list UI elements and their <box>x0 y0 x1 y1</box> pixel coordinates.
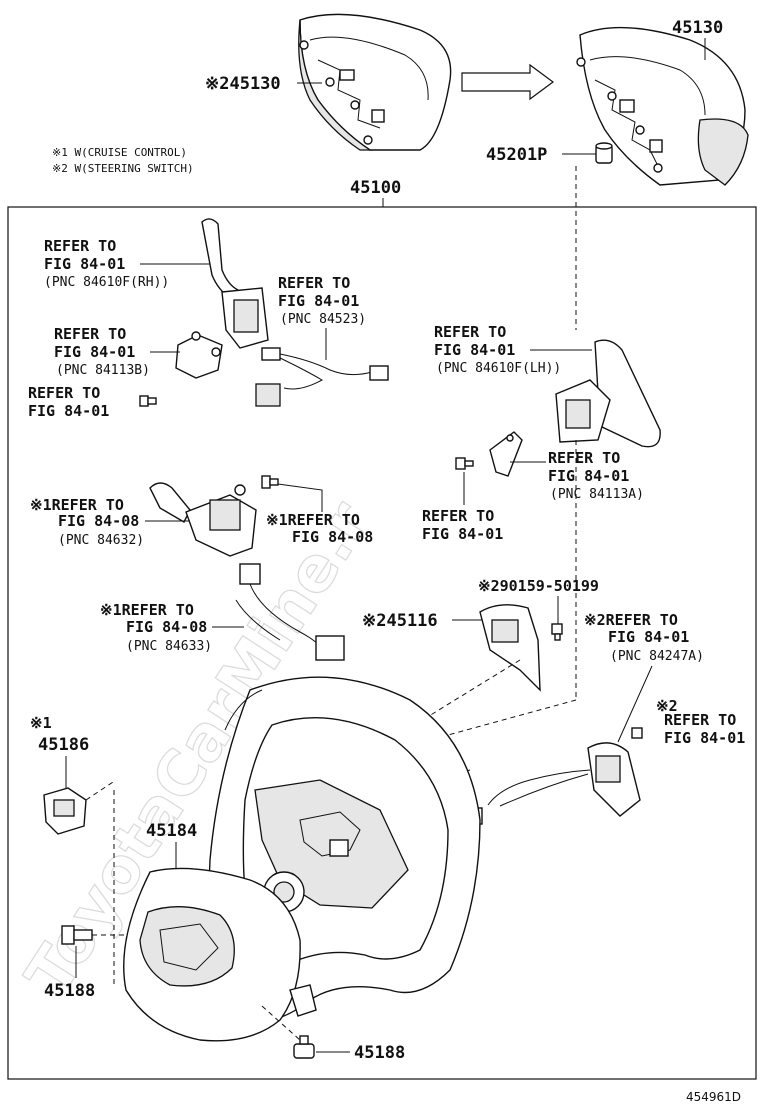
ref-84247a-line2: FIG 84-01 <box>608 628 689 646</box>
part-45186 <box>43 787 87 835</box>
label-45201p: 45201P <box>486 145 547 165</box>
airbag-45130-left-drawing <box>298 13 452 151</box>
label-90159: ※290159-50199 <box>478 577 599 595</box>
ref-lh-line3: (PNC 84610F(LH)) <box>436 361 561 376</box>
label-45130-left: ※245130 <box>205 74 281 94</box>
ref-rh-line1: REFER TO <box>44 237 116 255</box>
ref-84632-line2: FIG 84-08 <box>58 512 139 530</box>
ref-screw-right-line1: REFER TO <box>664 711 736 729</box>
nut-45201p <box>595 142 613 164</box>
label-45186: 45186 <box>38 735 89 755</box>
bolt-center <box>455 457 474 470</box>
ref-bolt-left-line2: FIG 84-01 <box>28 402 109 420</box>
arrow-icon <box>461 63 555 101</box>
label-45188-left: 45188 <box>44 981 95 1001</box>
ref-84632-line1: ※1REFER TO <box>30 496 124 514</box>
ref-rh-line2: FIG 84-01 <box>44 255 125 273</box>
ref-screw-right-mark: ※2 <box>656 697 678 715</box>
ref-bolt-84-08-line1: ※1REFER TO <box>266 511 360 529</box>
ref-84523-line2: FIG 84-01 <box>278 292 359 310</box>
paddle-switch-lh <box>555 339 661 448</box>
ref-84523-line1: REFER TO <box>278 274 350 292</box>
airbag-45130-right-drawing <box>576 26 749 186</box>
screw-right <box>631 727 643 739</box>
ref-84633-line2: FIG 84-08 <box>126 618 207 636</box>
screw-90159 <box>551 623 563 641</box>
note-steering-switch: ※2 W(STEERING SWITCH) <box>52 162 194 175</box>
ref-84113a-line1: REFER TO <box>548 449 620 467</box>
wire-harness-84633 <box>235 563 345 661</box>
ref-screw-right-line2: FIG 84-01 <box>664 729 745 747</box>
label-45116: ※245116 <box>362 611 438 631</box>
wire-harness-84523 <box>255 347 389 407</box>
ref-84632-line3: (PNC 84632) <box>58 533 144 548</box>
bolt-cruise <box>261 475 279 489</box>
assembly-frame-45100 <box>7 206 757 1080</box>
ref-rh-line3: (PNC 84610F(RH)) <box>44 275 169 290</box>
ref-84113a-line3: (PNC 84113A) <box>550 487 644 502</box>
cruise-control-switch-84632 <box>149 482 257 557</box>
paddle-switch-rh <box>201 218 269 349</box>
ref-lh-line2: FIG 84-01 <box>434 341 515 359</box>
ref-84113b-line1: REFER TO <box>54 325 126 343</box>
ref-bolt-84-08-line2: FIG 84-08 <box>292 528 373 546</box>
label-45100: 45100 <box>350 178 401 198</box>
ref-bolt-left-line1: REFER TO <box>28 384 100 402</box>
ref-84247a-line3: (PNC 84247A) <box>610 649 704 664</box>
ref-84113a-line2: FIG 84-01 <box>548 467 629 485</box>
bracket-84113a <box>489 431 523 477</box>
screw-45188-bottom <box>293 1035 315 1059</box>
ref-84247a-line1: ※2REFER TO <box>584 611 678 629</box>
diagram-code: 454961D <box>686 1090 741 1104</box>
ref-bolt-center-line1: REFER TO <box>422 507 494 525</box>
cover-45184 <box>123 867 317 1042</box>
label-45186-mark: ※1 <box>30 714 52 732</box>
ref-84113b-line2: FIG 84-01 <box>54 343 135 361</box>
bolt-left <box>139 395 157 407</box>
ref-84633-line1: ※1REFER TO <box>100 601 194 619</box>
label-45184: 45184 <box>146 821 197 841</box>
ref-84633-line3: (PNC 84633) <box>126 639 212 654</box>
switch-45116 <box>479 604 541 692</box>
note-cruise-control: ※1 W(CRUISE CONTROL) <box>52 146 187 159</box>
label-45130-right: 45130 <box>672 18 723 38</box>
ref-lh-line1: REFER TO <box>434 323 506 341</box>
label-45188-bottom: 45188 <box>354 1043 405 1063</box>
ref-84523-line3: (PNC 84523) <box>280 312 366 327</box>
ref-84113b-line3: (PNC 84113B) <box>56 363 150 378</box>
bracket-84113b <box>175 331 223 379</box>
ref-bolt-center-line2: FIG 84-01 <box>422 525 503 543</box>
